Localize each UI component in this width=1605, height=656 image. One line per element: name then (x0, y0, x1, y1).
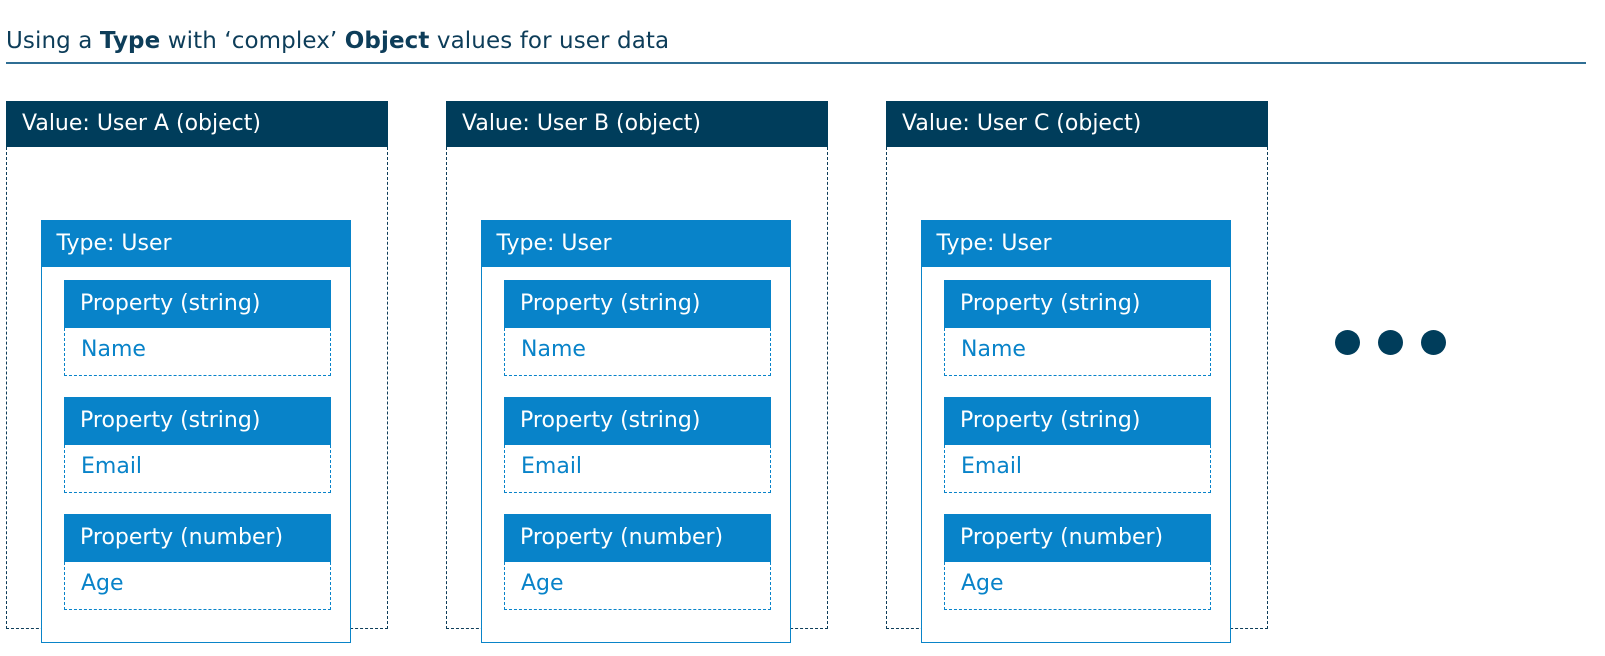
property-age: Property (number) Age (944, 514, 1211, 610)
value-box-user-c: Value: User C (object) Type: User Proper… (886, 101, 1268, 643)
dot (1378, 330, 1403, 355)
property-name: Property (string) Name (504, 280, 771, 376)
property-name: Property (string) Name (64, 280, 331, 376)
type-header: Type: User (480, 219, 791, 267)
more-dots-icon (1335, 330, 1455, 356)
property-value: Name (504, 328, 771, 376)
type-box: Type: User Property (string) Name Proper… (920, 219, 1231, 643)
diagram-title: Using a Type with ‘complex’ Object value… (6, 28, 669, 54)
property-header: Property (string) (504, 280, 771, 328)
value-body: Type: User Property (string) Name Proper… (886, 147, 1268, 643)
property-value: Age (504, 562, 771, 610)
property-header: Property (number) (944, 514, 1211, 562)
property-value: Name (944, 328, 1211, 376)
property-header: Property (string) (944, 397, 1211, 445)
property-age: Property (number) Age (504, 514, 771, 610)
value-body: Type: User Property (string) Name Proper… (446, 147, 828, 643)
value-box-user-b: Value: User B (object) Type: User Proper… (446, 101, 828, 643)
value-header: Value: User C (object) (886, 101, 1268, 147)
title-part-2: with ‘complex’ (160, 28, 345, 54)
value-header: Value: User A (object) (6, 101, 388, 147)
property-header: Property (string) (64, 280, 331, 328)
property-value: Email (504, 445, 771, 493)
dot (1421, 330, 1446, 355)
title-divider (6, 62, 1586, 64)
property-header: Property (string) (944, 280, 1211, 328)
property-age: Property (number) Age (64, 514, 331, 610)
property-email: Property (string) Email (64, 397, 331, 493)
property-email: Property (string) Email (504, 397, 771, 493)
dot (1335, 330, 1360, 355)
title-part-3: values for user data (429, 28, 670, 54)
value-box-user-a: Value: User A (object) Type: User Proper… (6, 101, 388, 643)
property-header: Property (string) (504, 397, 771, 445)
property-header: Property (string) (64, 397, 331, 445)
type-box: Type: User Property (string) Name Proper… (40, 219, 351, 643)
property-email: Property (string) Email (944, 397, 1211, 493)
title-part-1: Using a (6, 28, 100, 54)
property-value: Age (64, 562, 331, 610)
property-value: Email (944, 445, 1211, 493)
title-bold-object: Object (344, 28, 430, 54)
title-bold-type: Type (99, 28, 161, 54)
type-header: Type: User (40, 219, 351, 267)
property-header: Property (number) (64, 514, 331, 562)
property-value: Name (64, 328, 331, 376)
type-box: Type: User Property (string) Name Proper… (480, 219, 791, 643)
property-value: Age (944, 562, 1211, 610)
property-name: Property (string) Name (944, 280, 1211, 376)
property-header: Property (number) (504, 514, 771, 562)
type-header: Type: User (920, 219, 1231, 267)
value-body: Type: User Property (string) Name Proper… (6, 147, 388, 643)
value-header: Value: User B (object) (446, 101, 828, 147)
property-value: Email (64, 445, 331, 493)
